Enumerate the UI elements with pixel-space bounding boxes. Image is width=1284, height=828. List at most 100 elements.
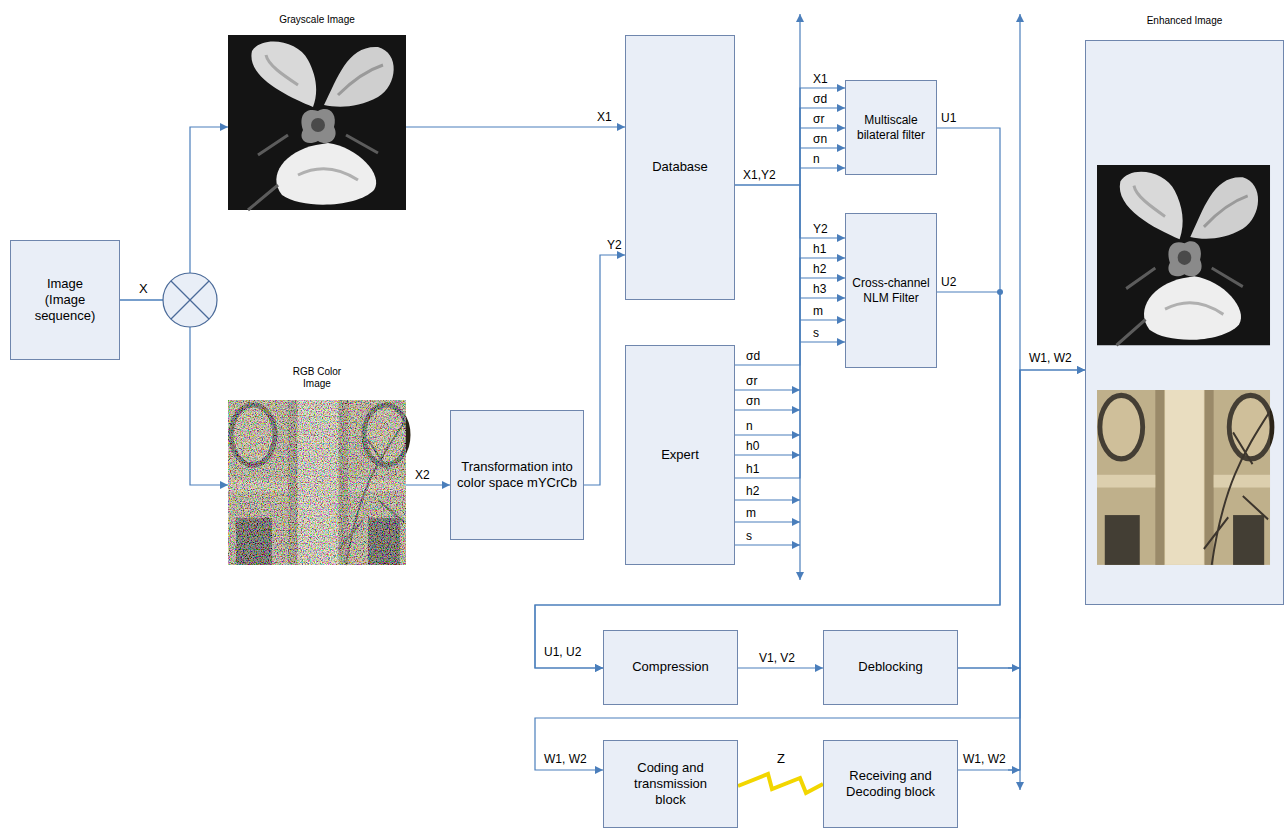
signal-arrow <box>735 258 845 478</box>
process-box: Coding and transmission block <box>603 740 738 828</box>
box-label: Cross-channel NLM Filter <box>850 276 932 306</box>
signal-arrow <box>406 126 625 127</box>
signal-label: X1 <box>812 72 829 86</box>
input-stub <box>800 167 845 168</box>
splitter-cross <box>171 281 209 319</box>
signal-label: σd <box>812 92 828 106</box>
signal-label: σn <box>812 132 828 146</box>
signal-label: s <box>745 529 753 543</box>
edge-label: U1 <box>940 111 957 125</box>
signal-arrow <box>584 255 625 485</box>
process-box: Cross-channel NLM Filter <box>845 213 937 368</box>
input-stub <box>800 147 845 148</box>
junction-dot <box>997 289 1003 295</box>
process-box: Deblocking <box>823 630 958 705</box>
input-stub <box>800 277 845 278</box>
signal-label: m <box>812 304 824 318</box>
box-label: Expert <box>661 447 699 463</box>
bus-entry-arrow <box>1008 769 1020 770</box>
signal-label: X <box>138 282 149 296</box>
panel-heading: Enhanced Image <box>1110 15 1260 27</box>
edge-label: V1, V2 <box>758 651 796 665</box>
enhanced-tint <box>1097 390 1270 565</box>
noise-overlay <box>228 400 406 565</box>
parameter-stub <box>735 544 800 545</box>
panel-heading: Grayscale Image <box>252 14 382 26</box>
signal-label: σn <box>745 394 761 408</box>
box-label: Transformation into color space mYCrCb <box>457 459 577 492</box>
edge-label: Y2 <box>606 238 623 252</box>
signal-label: h1 <box>812 242 827 256</box>
wireless-link <box>738 774 823 793</box>
edge-label: W1, W2 <box>543 752 588 766</box>
process-box: Database <box>625 35 735 300</box>
process-box: Expert <box>625 345 735 565</box>
process-box: Image (Image sequence) <box>10 240 120 360</box>
color-picture <box>228 400 408 565</box>
output-bus <box>1019 14 1020 790</box>
signal-arrow <box>735 108 845 365</box>
box-label: Database <box>652 159 708 175</box>
parameter-stub <box>735 521 800 522</box>
signal-label: m <box>745 506 757 520</box>
signal-arrow <box>120 127 228 300</box>
signal-arrow <box>735 185 845 238</box>
signal-arrow <box>738 667 823 668</box>
process-box: Receiving and Decoding block <box>823 740 958 828</box>
signal-arrow <box>735 88 845 185</box>
process-box: Multiscale bilateral filter <box>845 80 937 175</box>
image-panel: RGB Color Image <box>228 400 406 565</box>
signal-label: h2 <box>812 262 827 276</box>
edge-label: W1, W2 <box>1028 351 1073 365</box>
enhanced-grayscale-picture <box>1097 165 1270 345</box>
box-label: Receiving and Decoding block <box>838 768 943 801</box>
image-panel: Grayscale Image <box>228 35 406 210</box>
input-stub <box>800 127 845 128</box>
signal-arrow <box>535 128 1000 668</box>
splitter-symbol <box>163 273 217 327</box>
signal-label: n <box>812 152 821 166</box>
parameter-stub <box>735 389 800 390</box>
signal-arrow <box>120 300 228 485</box>
box-label: Multiscale bilateral filter <box>851 113 931 143</box>
enhanced-color-picture <box>1097 390 1272 565</box>
signal-arrow <box>406 484 450 485</box>
bus-lines <box>735 14 1020 790</box>
signal-arrow <box>958 370 1085 770</box>
signal-label: Y2 <box>812 222 829 236</box>
process-box: Transformation into color space mYCrCb <box>450 410 584 540</box>
signal-label: h2 <box>745 484 760 498</box>
box-label: Coding and transmission block <box>621 760 721 809</box>
signal-label: h0 <box>745 439 760 453</box>
box-label: Image (Image sequence) <box>29 276 101 325</box>
signal-label: h1 <box>745 462 760 476</box>
panel-heading: RGB Color Image <box>287 366 347 390</box>
signal-arrow <box>958 370 1085 668</box>
process-box: Compression <box>603 630 738 705</box>
output-panel-fill <box>1085 40 1284 605</box>
edge-label: X1 <box>596 110 613 124</box>
edge-label: U2 <box>940 275 957 289</box>
bus-entry-arrow <box>1008 667 1020 668</box>
input-stub <box>800 341 845 342</box>
signal-label: s <box>812 326 820 340</box>
signal-label: U1, U2 <box>543 645 582 659</box>
input-stub <box>800 297 845 298</box>
parameter-bus <box>799 14 800 580</box>
edge-label: X2 <box>414 468 431 482</box>
input-stub <box>800 319 845 320</box>
parameter-stub <box>735 409 800 410</box>
grayscale-picture <box>228 35 406 210</box>
parameter-stub <box>735 454 800 455</box>
output-panel: Enhanced Image <box>1085 40 1284 605</box>
signal-label: h3 <box>812 282 827 296</box>
signal-label: σd <box>745 349 761 363</box>
signal-label: σr <box>745 374 758 388</box>
parameter-stub <box>735 499 800 500</box>
edge-label: W1, W2 <box>962 752 1007 766</box>
box-label: Deblocking <box>858 659 922 675</box>
signal-label: σr <box>812 112 825 126</box>
parameter-stub <box>735 434 800 435</box>
